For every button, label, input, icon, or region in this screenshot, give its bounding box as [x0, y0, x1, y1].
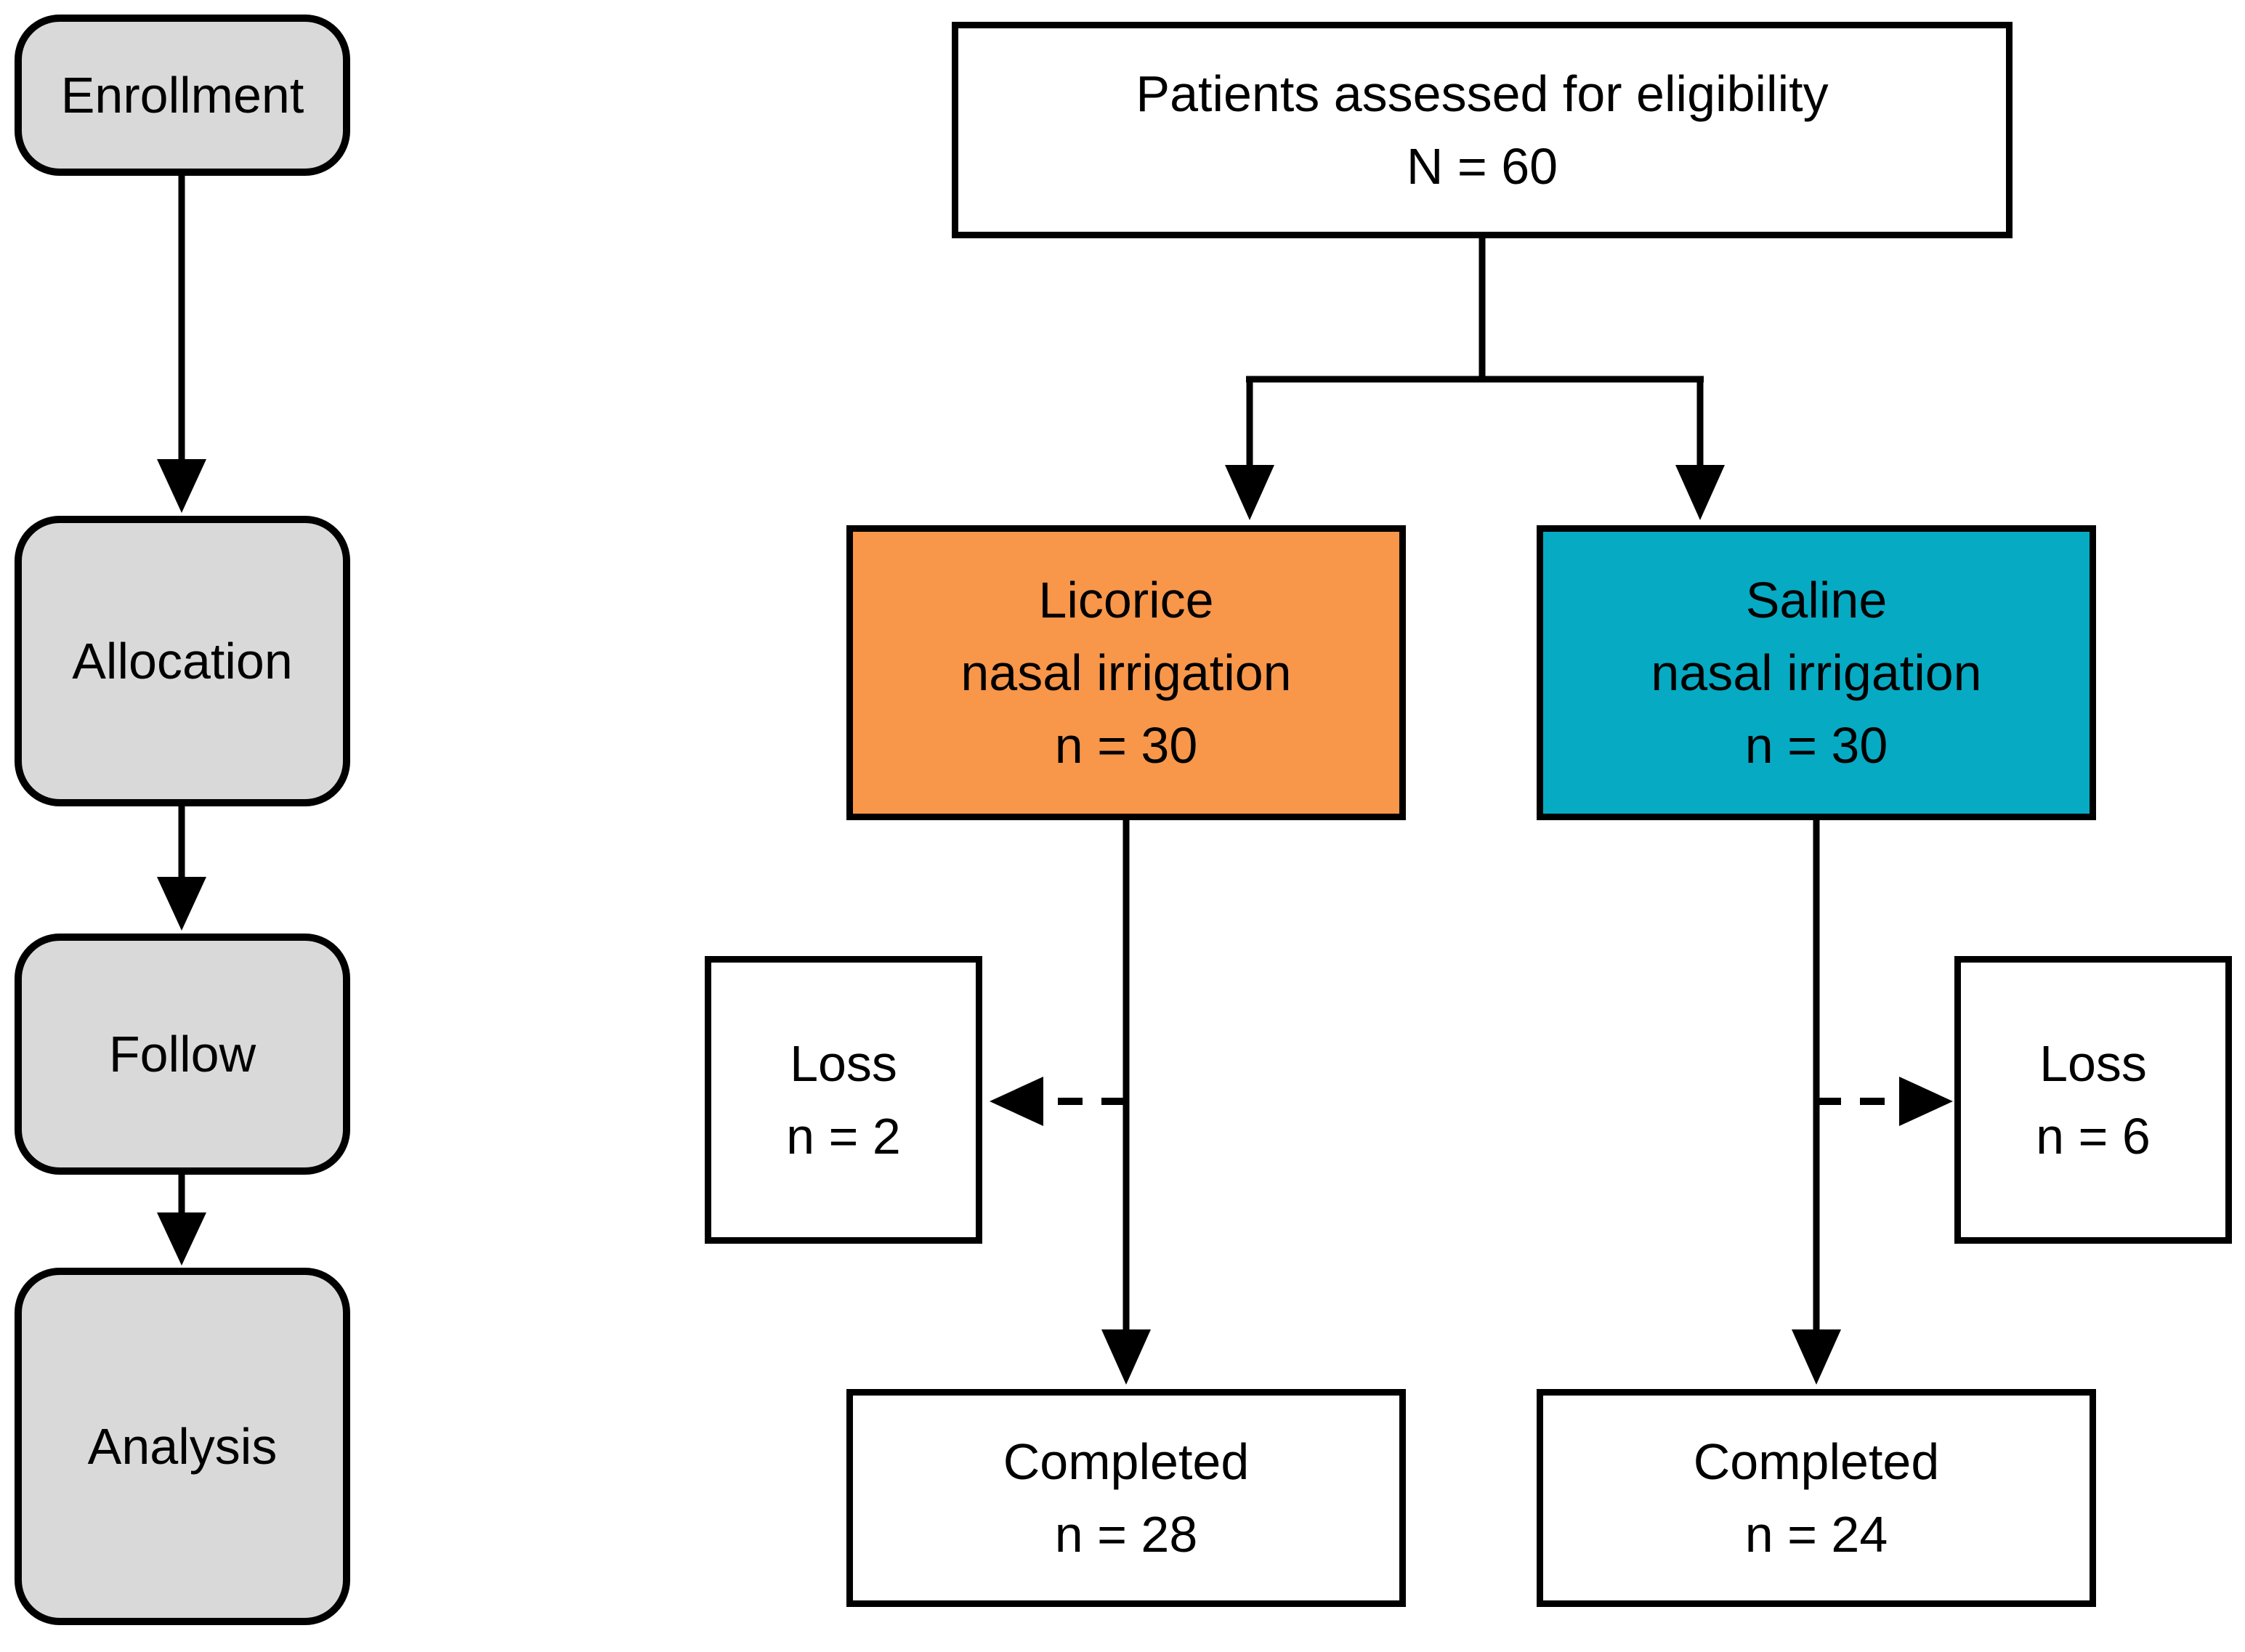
- arm-name: Licorice: [1038, 572, 1214, 628]
- stage-box-analysis: Analysis: [15, 1268, 350, 1625]
- saline-completed-arrow: [1792, 820, 1841, 1385]
- stage-box-follow: Follow: [15, 934, 350, 1175]
- loss-count: n = 2: [786, 1108, 901, 1165]
- eligibility-text: Patients assessed for eligibility: [1136, 65, 1829, 122]
- stage-label: Analysis: [87, 1418, 278, 1475]
- arm-box-licorice: Licorice nasal irrigation n = 30: [846, 525, 1406, 820]
- saline-loss-dashed-arrow: [1816, 1077, 1953, 1126]
- licorice-completed-arrow: [1101, 820, 1151, 1385]
- stage-box-allocation: Allocation: [15, 516, 350, 806]
- loss-count: n = 6: [2036, 1108, 2151, 1165]
- stage-box-enrollment: Enrollment: [15, 15, 350, 176]
- loss-box-saline: Loss n = 6: [1954, 956, 2232, 1244]
- arm-name: Saline: [1745, 572, 1888, 628]
- stage-arrow-allocation-follow: [157, 806, 206, 931]
- completed-count: n = 24: [1744, 1506, 1888, 1563]
- stage-label: Follow: [108, 1026, 256, 1082]
- eligibility-box: Patients assessed for eligibility N = 60: [952, 22, 2013, 238]
- arm-count: n = 30: [1744, 717, 1888, 774]
- loss-label: Loss: [790, 1035, 897, 1092]
- arm-count: n = 30: [1054, 717, 1198, 774]
- completed-box-licorice: Completed n = 28: [846, 1389, 1406, 1607]
- stage-arrow-follow-analysis: [157, 1175, 206, 1266]
- loss-label: Loss: [2039, 1035, 2147, 1092]
- completed-label: Completed: [1003, 1433, 1250, 1490]
- completed-box-saline: Completed n = 24: [1537, 1389, 2096, 1607]
- loss-box-licorice: Loss n = 2: [705, 956, 982, 1244]
- completed-label: Completed: [1693, 1433, 1940, 1490]
- eligibility-count: N = 60: [1406, 138, 1558, 195]
- eligibility-split-connector: [1225, 238, 1725, 520]
- arm-treatment: nasal irrigation: [1651, 644, 1982, 701]
- arm-box-saline: Saline nasal irrigation n = 30: [1537, 525, 2096, 820]
- arm-treatment: nasal irrigation: [960, 644, 1292, 701]
- licorice-loss-dashed-arrow: [990, 1077, 1126, 1126]
- completed-count: n = 28: [1054, 1506, 1198, 1563]
- stage-arrow-enrollment-allocation: [157, 176, 206, 513]
- stage-label: Allocation: [72, 633, 293, 689]
- stage-label: Enrollment: [60, 67, 304, 124]
